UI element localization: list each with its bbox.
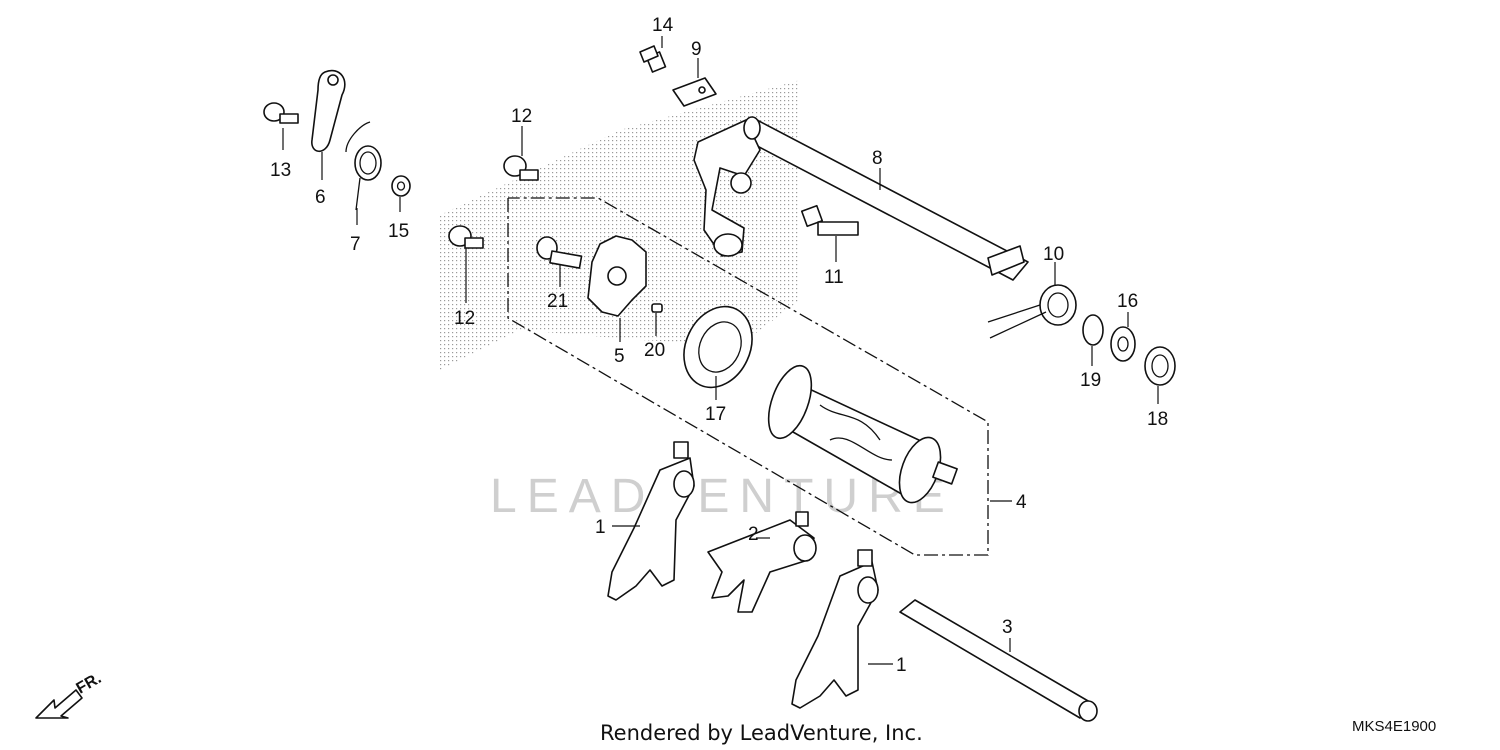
diagram-code: MKS4E1900: [1352, 718, 1436, 735]
stopper-spring[interactable]: [345, 121, 382, 211]
shift-drum[interactable]: [760, 360, 958, 508]
front-direction-marker: FR.: [35, 670, 104, 719]
bolt-21[interactable]: [536, 236, 583, 269]
callout-6[interactable]: 6: [315, 187, 326, 208]
callout-9[interactable]: 9: [691, 39, 702, 60]
callout-2[interactable]: 2: [748, 524, 759, 545]
gearshift-spindle[interactable]: [693, 116, 1029, 281]
callout-13[interactable]: 13: [270, 160, 291, 181]
callout-17[interactable]: 17: [705, 404, 726, 425]
callout-5[interactable]: 5: [614, 346, 625, 367]
callout-labels: 14 9 12 13 6 7 15 8 11 21 12 5 20 10 16 …: [270, 15, 1168, 676]
bolt-12-upper[interactable]: [503, 155, 539, 181]
bearing-17[interactable]: [671, 295, 765, 398]
return-spring[interactable]: [987, 284, 1077, 339]
callout-12-lower[interactable]: 12: [454, 308, 475, 329]
callout-8[interactable]: 8: [872, 148, 883, 169]
callout-10[interactable]: 10: [1043, 244, 1064, 265]
oil-seal-18[interactable]: [1144, 346, 1176, 386]
shift-fork-1-right[interactable]: [791, 549, 879, 709]
callout-16[interactable]: 16: [1117, 291, 1138, 312]
callout-1-right[interactable]: 1: [896, 655, 907, 676]
bolt-12-lower[interactable]: [448, 225, 484, 249]
callout-18[interactable]: 18: [1147, 409, 1168, 430]
fork-shaft[interactable]: [899, 599, 1098, 722]
front-arrow-icon: [35, 689, 83, 719]
watermark: LEADVENTURE: [490, 470, 955, 523]
bolt-14[interactable]: [639, 45, 667, 73]
callout-4[interactable]: 4: [1016, 492, 1027, 513]
stopper-arm[interactable]: [311, 69, 346, 153]
callout-3[interactable]: 3: [1002, 617, 1013, 638]
bolt-13[interactable]: [263, 102, 299, 124]
plate[interactable]: [672, 77, 717, 107]
circlip-19[interactable]: [1082, 314, 1104, 346]
washer-15[interactable]: [391, 175, 411, 197]
bolt-11[interactable]: [800, 204, 859, 236]
washer-16[interactable]: [1110, 326, 1136, 362]
shift-fork-2[interactable]: [707, 511, 817, 613]
callout-20[interactable]: 20: [644, 340, 665, 361]
callout-21[interactable]: 21: [547, 291, 568, 312]
callout-11[interactable]: 11: [824, 267, 844, 288]
leader-lines: [282, 36, 1159, 665]
callout-7[interactable]: 7: [350, 234, 361, 255]
shift-fork-1-left[interactable]: [607, 441, 695, 601]
callout-12-upper[interactable]: 12: [511, 106, 532, 127]
drum-center[interactable]: [587, 235, 647, 317]
pin-20[interactable]: [651, 303, 663, 313]
assembly-guide-line: [507, 197, 989, 556]
callout-14[interactable]: 14: [652, 15, 674, 36]
callout-19[interactable]: 19: [1080, 370, 1101, 391]
callout-1-left[interactable]: 1: [595, 517, 606, 538]
callout-15[interactable]: 15: [388, 221, 409, 242]
rendered-by-credit: Rendered by LeadVenture, Inc.: [600, 721, 923, 745]
